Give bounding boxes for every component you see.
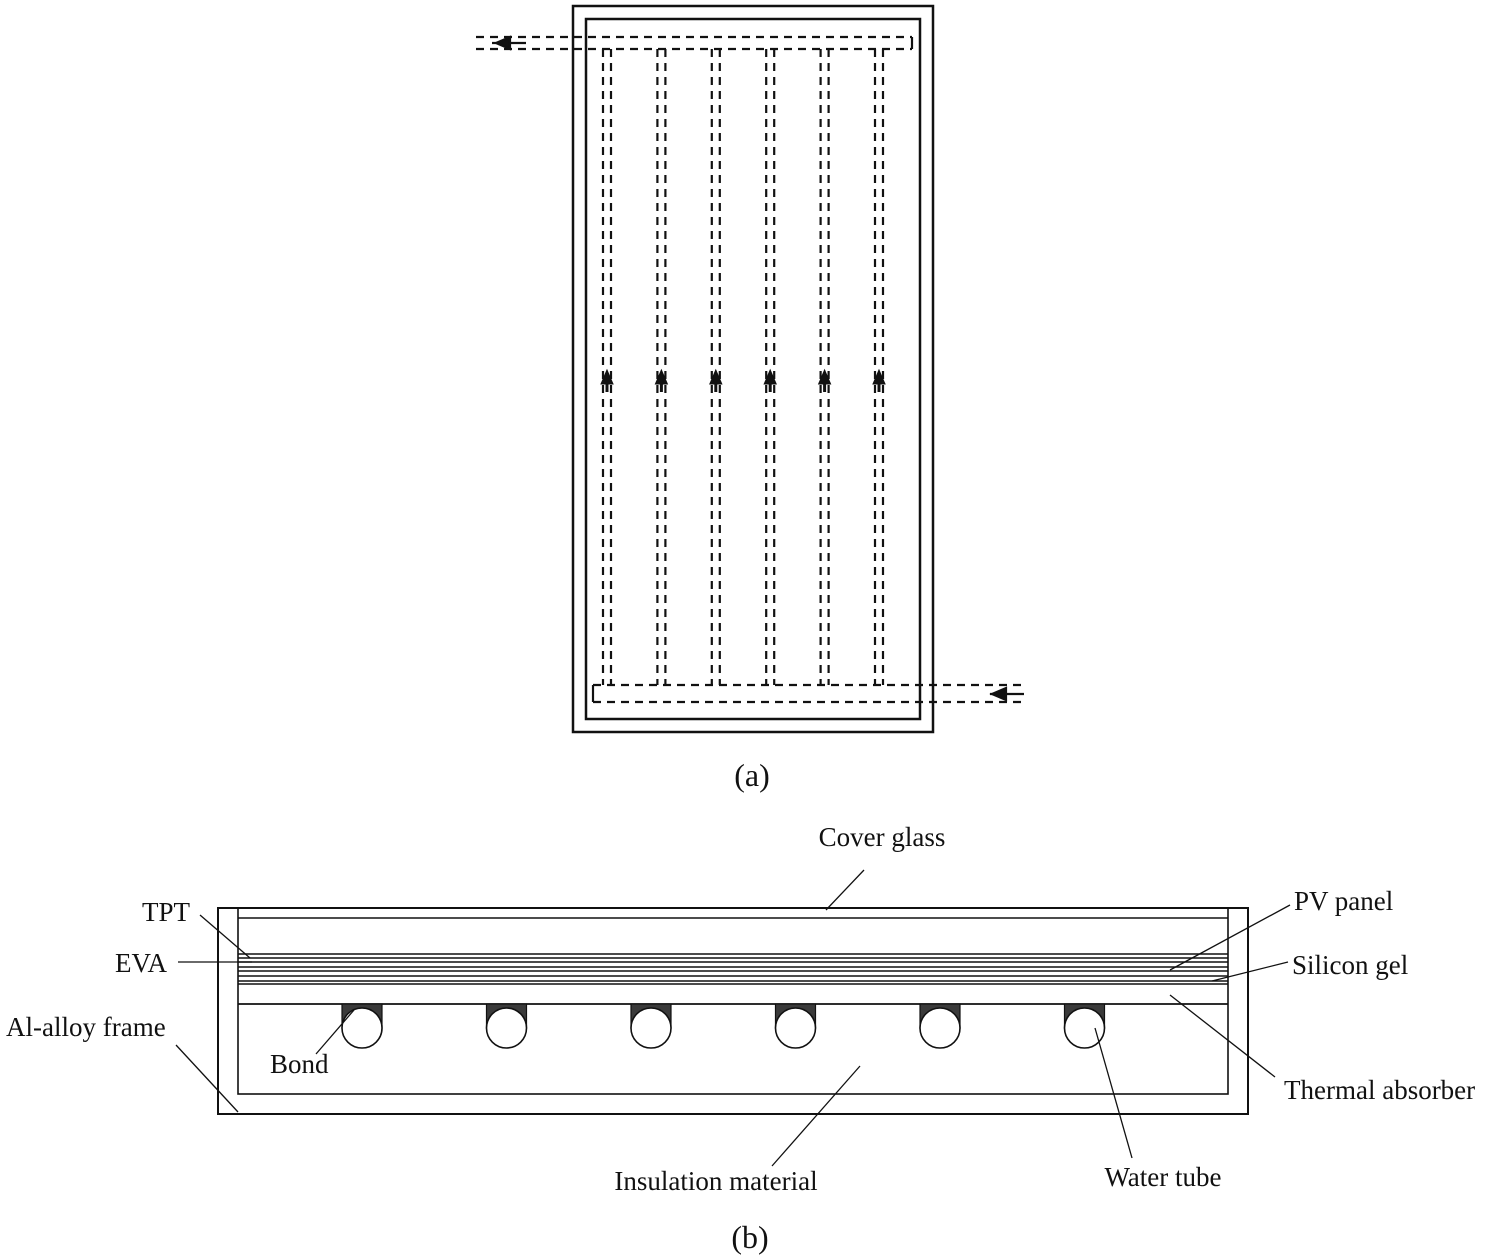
water-tube-assembly: [1063, 1003, 1106, 1049]
leader-water-tube: [1094, 1027, 1133, 1159]
label-bond: Bond: [270, 1049, 329, 1079]
leader-lines: [175, 869, 1291, 1167]
label-pv-panel: PV panel: [1294, 886, 1393, 916]
cross-section: [175, 869, 1291, 1167]
leader-bond: [315, 1009, 355, 1055]
water-tube-circle: [774, 1007, 817, 1049]
water-tube-assembly: [919, 1003, 961, 1049]
leader-silicon-gel: [1211, 961, 1289, 982]
water-tube-circle: [1063, 1007, 1106, 1049]
caption-a: (a): [734, 757, 770, 793]
label-silicon-gel: Silicon gel: [1292, 950, 1408, 980]
water-tube-assembly: [774, 1003, 817, 1049]
leader-tpt: [199, 914, 251, 959]
water-tube-circle: [919, 1007, 961, 1049]
pv-laminate-layers: [238, 953, 1228, 985]
leader-cover-glass: [825, 869, 865, 911]
water-tube-assembly: [485, 1003, 528, 1049]
leader-pv-panel: [1169, 904, 1291, 971]
water-tube-assembly: [630, 1003, 672, 1049]
collector-outer-frame: [571, 4, 935, 734]
leader-al-alloy-frame: [175, 1044, 239, 1113]
label-insulation-material: Insulation material: [614, 1166, 817, 1196]
inlet-arrow: [989, 686, 1024, 702]
water-tube-assembly: [341, 1003, 383, 1049]
label-eva: EVA: [115, 948, 168, 978]
inlet-arrowhead: [989, 686, 1008, 702]
frame-inner-cavity: [237, 907, 1229, 1095]
water-tube-circle: [630, 1007, 672, 1049]
serpentine-pipe: [476, 35, 1022, 704]
riser-flow-arrows: [600, 368, 886, 392]
label-thermal-absorber: Thermal absorber: [1284, 1075, 1475, 1105]
label-tpt: TPT: [142, 897, 191, 927]
leader-thermal-absorber: [1169, 994, 1276, 1078]
label-water-tube: Water tube: [1104, 1162, 1221, 1192]
riser-tubes: [601, 49, 885, 685]
label-cover-glass: Cover glass: [819, 822, 946, 852]
caption-b: (b): [731, 1219, 768, 1255]
label-al-alloy-frame: Al-alloy frame: [6, 1012, 166, 1042]
leader-insulation-material: [771, 1065, 861, 1167]
collector-inner-frame: [584, 17, 922, 721]
cross-section-labels: Cover glass TPT EVA Al-alloy frame Bond …: [6, 822, 1475, 1196]
top-view: [476, 4, 1024, 734]
water-tube-circle: [341, 1007, 383, 1049]
outlet-arrow: [492, 35, 526, 51]
water-tubes: [341, 1003, 1106, 1049]
outlet-arrowhead: [493, 35, 512, 51]
water-tube-circle: [485, 1007, 528, 1049]
